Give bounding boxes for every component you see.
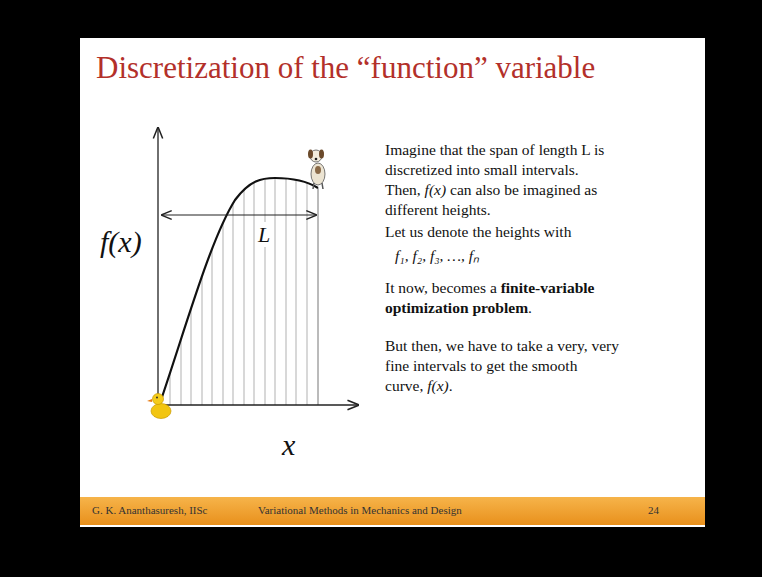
paragraph: Let us denote the heights with xyxy=(385,222,630,242)
body-text: . xyxy=(449,377,453,394)
body-text: But then, we have to take a very, very f… xyxy=(385,337,619,394)
text-column: Imagine that the span of length L is dis… xyxy=(385,140,630,396)
body-text: Let us denote the heights with xyxy=(385,223,571,240)
paragraph: It now, becomes afinite-variable optimiz… xyxy=(385,278,630,318)
span-label: L xyxy=(255,222,273,247)
footer-bar xyxy=(80,497,705,525)
axis-label: f(x) xyxy=(100,225,142,260)
span-arrow xyxy=(162,214,316,215)
y-axis xyxy=(157,128,158,405)
function-curve xyxy=(160,178,318,403)
body-text: It now, becomes a xyxy=(385,279,497,296)
body-text: . xyxy=(528,299,532,316)
paragraph: f₁, f₂, f₃, …, fₙ xyxy=(385,246,630,266)
footer-course: Variational Methods in Mechanics and Des… xyxy=(258,504,462,517)
slide-number: 24 xyxy=(648,504,659,517)
end-line xyxy=(318,188,319,405)
paragraph: Imagine that the span of length L is dis… xyxy=(385,140,630,220)
slide-ground xyxy=(80,38,705,527)
math-text: f₁, f₂, f₃, …, fₙ xyxy=(395,247,479,264)
axis-label: x xyxy=(282,428,295,463)
duck-icon xyxy=(147,394,171,419)
paragraph: But then, we have to take a very, very f… xyxy=(385,336,630,396)
x-axis xyxy=(158,404,358,405)
dog-icon xyxy=(308,150,325,190)
math-text: f(x) xyxy=(425,181,447,198)
footer-author: G. K. Ananthasuresh, IISc xyxy=(92,504,207,517)
math-text: f(x) xyxy=(427,377,449,394)
slide-title: Discretization of the “function” variabl… xyxy=(96,50,595,86)
